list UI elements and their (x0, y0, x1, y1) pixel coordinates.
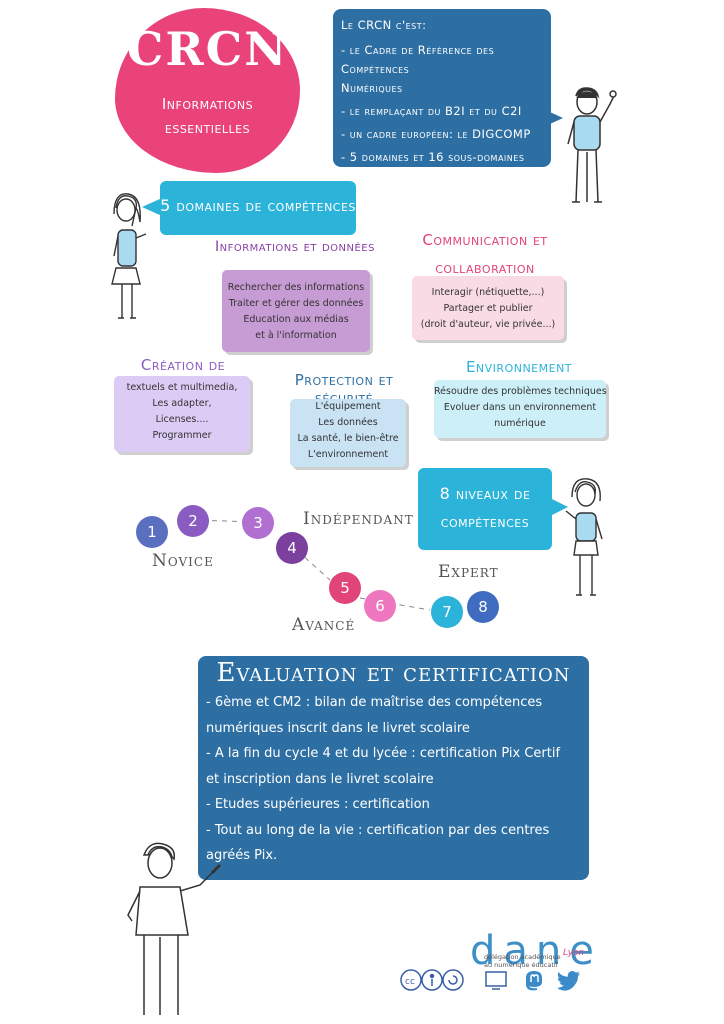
evaluation-list: - 6ème et CM2 : bilan de maîtrise des co… (206, 690, 584, 869)
level-label-avance: Avancé (292, 615, 356, 635)
domains-bubble (160, 181, 356, 235)
domain-heading-communication: Communication et collaboration (410, 226, 560, 282)
definition-line: Le CRCN c'est: (341, 18, 427, 32)
girl-illustration (111, 193, 147, 319)
bubble-line: compétences (440, 512, 530, 531)
evaluation-title: Evaluation et certification (216, 658, 571, 688)
domain-box-protection: L'équipement Les données La santé, le bi… (290, 399, 406, 467)
evaluation-line: - 6ème et CM2 : bilan de maîtrise des co… (206, 695, 543, 710)
domain-item: Rechercher des informations (227, 282, 365, 293)
subtitle-line: essentielles (164, 119, 251, 137)
domain-item: Partager et publier (443, 303, 533, 314)
domain-item: Evoluer dans un environnement (443, 402, 597, 413)
domain-item: Licenses.... (155, 414, 209, 425)
domain-item: et à l'information (255, 330, 337, 341)
domain-item: textuels et multimedia, (126, 382, 238, 393)
domain-box-environment: Résoudre des problèmes techniques Evolue… (434, 380, 607, 438)
heading-line: Communication et (422, 231, 548, 249)
domain-item: (droit d'auteur, vie privée...) (420, 319, 556, 330)
evaluation-line: - Etudes supérieures : certification (206, 797, 430, 812)
domain-box-creation: textuels et multimedia, Les adapter, Lic… (114, 376, 250, 452)
level-label-expert: Expert (438, 562, 499, 582)
domain-item: La santé, le bien-être (297, 433, 399, 444)
evaluation-line: agréés Pix. (206, 848, 278, 863)
level-dot-6: 6 (364, 590, 396, 622)
level-dot-8: 8 (467, 591, 499, 623)
website-icon[interactable] (484, 968, 508, 992)
domain-item: Les adapter, (152, 398, 212, 409)
domain-item: L'équipement (315, 401, 381, 412)
definition-line: - le remplaçant du B2I et du C2I (341, 104, 522, 118)
domain-item: L'environnement (307, 449, 389, 460)
evaluation-line: - Tout au long de la vie : certification… (206, 822, 550, 838)
speech-tail (550, 498, 568, 516)
level-dot-1: 1 (136, 516, 168, 548)
levels-bubble (418, 468, 552, 550)
teacher-illustration (127, 842, 222, 1015)
domain-box-information: Rechercher des informations Traiter et g… (222, 270, 370, 352)
domain-item: Interagir (nétiquette,...) (431, 287, 545, 298)
domain-item: Traiter et gérer des données (228, 298, 364, 309)
level-label-novice: Novice (152, 551, 214, 571)
evaluation-line: numériques inscrit dans le livret scolai… (206, 720, 470, 736)
mastodon-icon[interactable] (522, 968, 546, 992)
heading-line: collaboration (435, 259, 535, 277)
bubble-line: 8 niveaux de (439, 484, 531, 503)
speech-tail (541, 108, 563, 128)
logo-sub-line: délégation académique (484, 953, 561, 961)
definition-box: Le CRCN c'est: - le Cadre de Référence d… (333, 9, 551, 167)
definition-line: Numériques (341, 81, 403, 95)
level-dot-2: 2 (177, 505, 209, 537)
domain-heading-information: Informations et données (215, 239, 375, 255)
definition-line: - le Cadre de Référence des Compétences (341, 43, 495, 76)
level-dot-7: 7 (431, 596, 463, 628)
speech-tail (142, 198, 162, 216)
level-dot-4: 4 (276, 532, 308, 564)
definition-line: - un cadre européen: le DIGCOMP (341, 127, 531, 141)
domain-item: Programmer (152, 430, 212, 441)
domain-box-communication: Interagir (nétiquette,...) Partager et p… (412, 276, 564, 340)
logo-sub-line: au numérique éducatif (484, 961, 558, 969)
girl-pointing-illustration (565, 478, 603, 596)
dane-logo-city: Lyon (563, 948, 585, 958)
evaluation-line: et inscription dans le livret scolaire (206, 771, 434, 787)
man-waving-illustration (567, 87, 617, 203)
svg-text:cc: cc (405, 977, 415, 987)
level-dot-5: 5 (329, 572, 361, 604)
twitter-icon[interactable] (558, 968, 582, 992)
domain-item: numérique (494, 418, 546, 429)
evaluation-line: - A la fin du cycle 4 et du lycée : cert… (206, 746, 561, 761)
dane-logo-subtitle: délégation académique au numérique éduca… (484, 953, 561, 969)
domains-bubble-text: 5 domaines de compétences (160, 196, 356, 215)
level-label-independant: Indépendant (303, 509, 414, 529)
domain-item: Education aux médias (243, 314, 349, 325)
domain-item: Résoudre des problèmes techniques (434, 386, 607, 397)
page-subtitle: Informations essentielles (115, 92, 300, 140)
creative-commons-icon[interactable]: cc (400, 968, 464, 992)
dane-logo: dane (470, 928, 602, 974)
title-blob (115, 8, 300, 173)
definition-line: - 5 domaines et 16 sous-domaines (341, 150, 525, 164)
page-title: CRCN (126, 22, 289, 76)
levels-bubble-text: 8 niveaux de compétences (418, 480, 552, 536)
level-dot-3: 3 (242, 507, 274, 539)
evaluation-box (198, 656, 589, 880)
domain-item: Les données (318, 417, 378, 428)
subtitle-line: Informations (161, 95, 254, 113)
